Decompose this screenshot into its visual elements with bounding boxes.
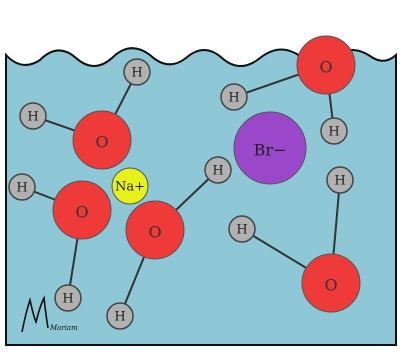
oxygen-atom: O [301,253,361,313]
sodium-ion: Na+ [111,167,149,205]
hydrogen-atom: H [220,83,248,111]
hydrogen-label: H [131,66,142,81]
hydrogen-label: H [212,164,223,179]
oxygen-label: O [319,58,332,77]
hydrogen-label: H [114,310,125,325]
hydrogen-atom: H [123,58,151,86]
hydrogen-atom: H [8,173,36,201]
oxygen-atom: O [125,200,185,260]
hydrogen-atom: H [228,215,256,243]
hydrogen-atom: H [320,117,348,145]
hydrogen-atom: H [326,166,354,194]
oxygen-atom: O [52,180,112,240]
bromide-label: Br− [254,141,287,160]
hydrogen-label: H [16,181,27,196]
signature-text: Mariam [49,324,78,332]
hydrogen-label: H [334,174,345,189]
oxygen-label: O [75,203,88,222]
bromide-ion: Br− [233,111,307,185]
hydrogen-atom: H [106,302,134,330]
hydrogen-label: H [27,110,38,125]
hydrogen-label: H [228,91,239,106]
hydrogen-atom: H [54,284,82,312]
oxygen-atom: O [296,35,356,95]
oxygen-atom: O [72,110,132,170]
sodium-label: Na+ [115,180,145,195]
hydrogen-atom: H [204,156,232,184]
signature: Mariam [21,295,78,333]
hydrogen-label: H [62,292,73,307]
hydrogen-label: H [328,125,339,140]
hydrogen-atom: H [19,102,47,130]
hydrogen-label: H [236,223,247,238]
oxygen-label: O [95,133,108,152]
oxygen-label: O [148,223,161,242]
oxygen-label: O [324,276,337,295]
